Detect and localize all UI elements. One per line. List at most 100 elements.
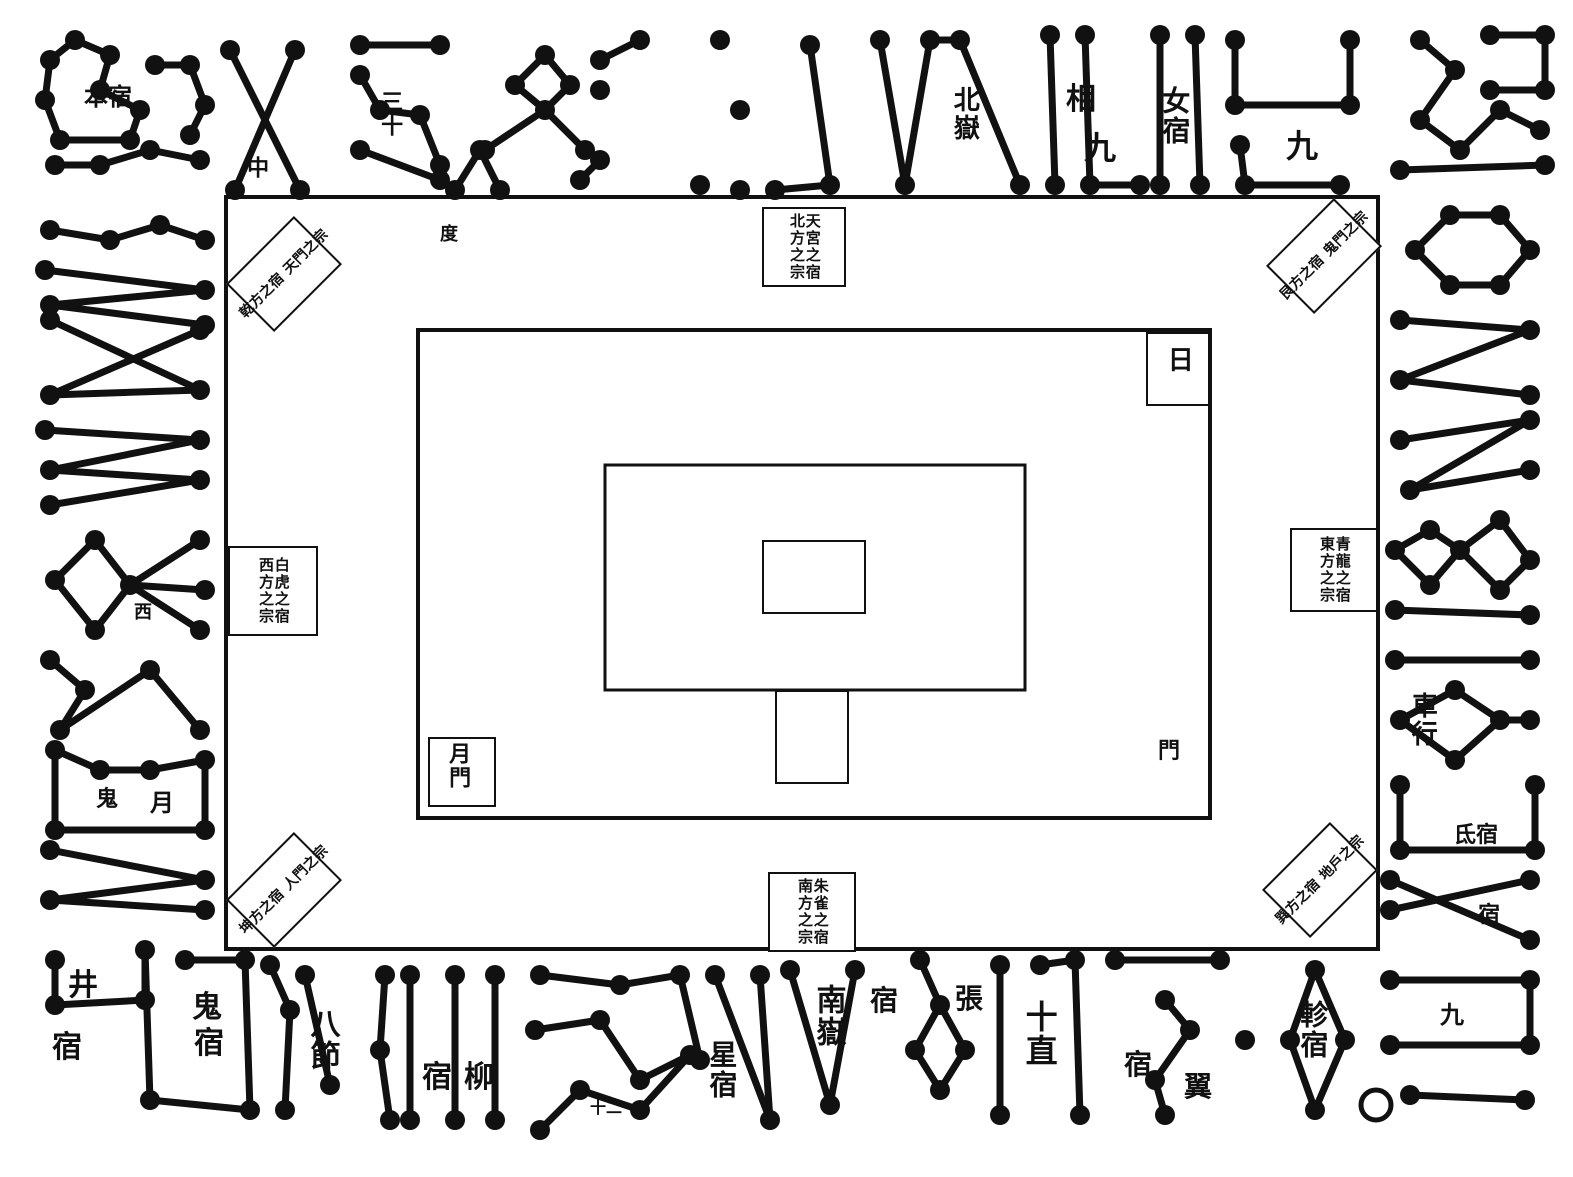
star-dot — [85, 530, 105, 550]
star-dot — [195, 230, 215, 250]
star-dot — [40, 385, 60, 405]
star-dot — [1515, 1090, 1535, 1110]
star-dot — [590, 50, 610, 70]
star-dot — [1520, 385, 1540, 405]
inner-box-pillar — [775, 690, 849, 784]
star-dot — [40, 650, 60, 670]
star-dot — [1535, 155, 1555, 175]
star-dot — [135, 940, 155, 960]
star-dot — [1335, 1030, 1355, 1050]
star-dot — [90, 155, 110, 175]
label-sanshi: 三十 — [378, 90, 401, 138]
label-jing-2: 宿 — [52, 1032, 82, 1064]
tag-top-middle: 北方之宗 天宮之宿 — [762, 207, 846, 287]
star-dot — [1080, 175, 1100, 195]
star-dot — [1380, 1035, 1400, 1055]
star-dot — [1410, 110, 1430, 130]
star-dot — [120, 575, 140, 595]
star-dot — [590, 150, 610, 170]
star-dot — [1235, 1030, 1255, 1050]
label-xi: 西 — [134, 604, 152, 623]
star-dot — [1225, 30, 1245, 50]
star-dot — [905, 1040, 925, 1060]
star-dot — [140, 1090, 160, 1110]
star-dot — [1105, 950, 1125, 970]
star-dot — [1330, 175, 1350, 195]
constellation-line — [50, 850, 205, 910]
star-dot — [1525, 775, 1545, 795]
label-shizhi: 十直 — [1022, 1000, 1056, 1068]
star-dot — [1385, 650, 1405, 670]
star-dot — [990, 955, 1010, 975]
star-dot — [445, 1110, 465, 1130]
star-dot — [40, 890, 60, 910]
star-dot — [485, 965, 505, 985]
label-xiang: 相 — [1066, 84, 1096, 116]
label-liu-2: 柳 — [464, 1062, 494, 1094]
star-dot — [1535, 80, 1555, 100]
star-dot — [35, 420, 55, 440]
star-dot — [150, 215, 170, 235]
star-dot — [100, 45, 120, 65]
star-dot — [630, 30, 650, 50]
constellation-line — [1400, 420, 1530, 490]
star-dot — [190, 620, 210, 640]
star-dot — [1480, 80, 1500, 100]
star-dot — [45, 820, 65, 840]
star-dot — [1520, 1035, 1540, 1055]
star-dot — [195, 280, 215, 300]
tag-right-middle: 東方之宗 青龍之宿 — [1290, 528, 1378, 612]
star-dot — [280, 1000, 300, 1020]
star-dot — [145, 55, 165, 75]
star-dot — [1045, 175, 1065, 195]
star-dot — [370, 1040, 390, 1060]
star-dot — [195, 95, 215, 115]
label-chexing: 車行 — [1408, 692, 1435, 748]
star-dot — [1490, 510, 1510, 530]
star-dot — [1490, 205, 1510, 225]
label-gui-1: 鬼 — [192, 992, 222, 1024]
star-dot — [590, 1010, 610, 1030]
star-dot — [40, 50, 60, 70]
constellation-line — [1390, 880, 1530, 940]
star-dot — [670, 965, 690, 985]
star-dot — [1150, 25, 1170, 45]
star-dot — [400, 965, 420, 985]
label-ri: 日 — [1164, 346, 1191, 374]
star-dot — [130, 100, 150, 120]
constellation-line — [1400, 165, 1545, 170]
star-dot — [190, 320, 210, 340]
star-dot — [1420, 575, 1440, 595]
star-dot — [1210, 950, 1230, 970]
star-dot — [1520, 650, 1540, 670]
star-dot — [535, 45, 555, 65]
star-dot — [40, 495, 60, 515]
star-dot — [445, 965, 465, 985]
star-dot — [285, 40, 305, 60]
star-dot — [180, 55, 200, 75]
star-dot — [820, 175, 840, 195]
label-jiu-top-2: 九 — [1286, 130, 1318, 164]
constellation-line — [50, 320, 200, 395]
star-dot — [1520, 930, 1540, 950]
star-dot — [590, 80, 610, 100]
star-dot — [1380, 900, 1400, 920]
label-yue: 月 — [150, 790, 174, 815]
tag-right-middle-line1: 東方之宗 — [1318, 536, 1334, 604]
star-dot — [1450, 140, 1470, 160]
star-dot — [1305, 1100, 1325, 1120]
star-dot — [1010, 175, 1030, 195]
star-dot — [45, 570, 65, 590]
tag-corner-bottom-right-line1: 巽方之宿 — [1273, 877, 1323, 927]
star-dot — [45, 995, 65, 1015]
star-dot — [1520, 970, 1540, 990]
label-liu-1: 宿 — [422, 1062, 452, 1094]
tag-corner-top-left-line2: 天門之宗 — [281, 227, 331, 277]
tag-corner-top-left-line1: 乾方之宿 — [237, 271, 287, 321]
star-dot — [1520, 870, 1540, 890]
star-dot — [760, 1110, 780, 1130]
star-dot — [50, 130, 70, 150]
star-dot — [375, 965, 395, 985]
star-dot — [1520, 550, 1540, 570]
star-dot — [1390, 310, 1410, 330]
